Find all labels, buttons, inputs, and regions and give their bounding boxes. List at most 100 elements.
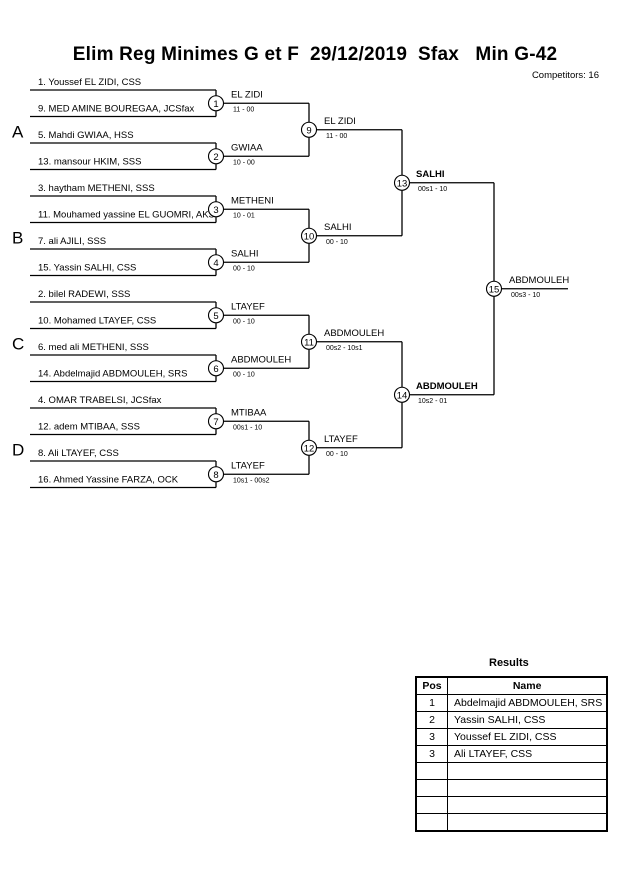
entrant-name: 16. Ahmed Yassine FARZA, OCK bbox=[38, 475, 179, 486]
match-score: 00s2 - 10s1 bbox=[326, 345, 363, 352]
match-winner: SALHI bbox=[324, 222, 351, 233]
match-number-circle bbox=[207, 360, 225, 377]
match-number-circle bbox=[207, 254, 225, 271]
match-score: 10s1 - 00s2 bbox=[233, 477, 270, 484]
result-pos: 3 bbox=[415, 728, 448, 746]
result-name bbox=[447, 796, 608, 814]
result-pos bbox=[415, 796, 448, 814]
match-score: 10 - 00 bbox=[233, 159, 255, 166]
match-number: 7 bbox=[213, 417, 218, 428]
match-number-circle bbox=[207, 148, 225, 165]
match-number: 15 bbox=[489, 284, 500, 295]
match-score: 00 - 10 bbox=[326, 239, 348, 246]
match-winner: ABDMOULEH bbox=[231, 354, 291, 365]
match-number-circle bbox=[207, 466, 225, 483]
results-title: Results bbox=[489, 657, 529, 669]
entrant-name: 14. Abdelmajid ABDMOULEH, SRS bbox=[38, 369, 187, 380]
entrant-name: 10. Mohamed LTAYEF, CSS bbox=[38, 316, 156, 327]
match-number-circle bbox=[207, 95, 225, 112]
entrant-name: 3. haytham METHENI, SSS bbox=[38, 183, 155, 194]
match-number-circle bbox=[393, 386, 411, 403]
match-score: 00s1 - 10 bbox=[418, 186, 447, 193]
match-score: 10s2 - 01 bbox=[418, 398, 447, 405]
result-pos bbox=[415, 813, 448, 832]
match-number: 1 bbox=[213, 99, 218, 110]
match-winner: SALHI bbox=[416, 169, 445, 180]
match-winner: SALHI bbox=[231, 248, 258, 259]
match-number: 4 bbox=[213, 258, 218, 269]
match-score: 10 - 01 bbox=[233, 212, 255, 219]
entrant-name: 12. adem MTIBAA, SSS bbox=[38, 422, 140, 433]
entrant-name: 7. ali AJILI, SSS bbox=[38, 236, 106, 247]
match-winner: LTAYEF bbox=[231, 301, 265, 312]
entrant-name: 11. Mouhamed yassine EL GUOMRI, AKS bbox=[38, 210, 215, 221]
result-name: Yassin SALHI, CSS bbox=[447, 711, 608, 729]
competitors-count: Competitors: 16 bbox=[531, 70, 599, 81]
result-name: Abdelmajid ABDMOULEH, SRS bbox=[447, 694, 608, 712]
result-name: Youssef EL ZIDI, CSS bbox=[447, 728, 608, 746]
match-number: 12 bbox=[304, 443, 315, 454]
match-number: 6 bbox=[213, 364, 218, 375]
match-number: 9 bbox=[306, 125, 311, 136]
match-score: 00s3 - 10 bbox=[511, 292, 540, 299]
entrant-name: 15. Yassin SALHI, CSS bbox=[38, 263, 136, 274]
results-header-row: Pos Name bbox=[415, 676, 608, 695]
match-number: 5 bbox=[213, 311, 218, 322]
match-number-circle bbox=[207, 201, 225, 218]
result-pos bbox=[415, 762, 448, 780]
result-name bbox=[447, 779, 608, 797]
match-number-circle bbox=[207, 307, 225, 324]
pool-label: D bbox=[12, 441, 24, 460]
match-number-circle bbox=[300, 121, 318, 138]
match-score: 00s1 - 10 bbox=[233, 424, 262, 431]
match-score: 11 - 00 bbox=[233, 106, 254, 113]
entrant-name: 6. med ali METHENI, SSS bbox=[38, 342, 149, 353]
match-number-circle bbox=[207, 413, 225, 430]
result-name bbox=[447, 762, 608, 780]
entrant-name: 5. Mahdi GWIAA, HSS bbox=[38, 130, 134, 141]
results-header-pos: Pos bbox=[415, 676, 448, 695]
result-name: Ali LTAYEF, CSS bbox=[447, 745, 608, 763]
match-winner: METHENI bbox=[231, 195, 274, 206]
match-winner: EL ZIDI bbox=[324, 116, 356, 127]
match-number: 11 bbox=[304, 337, 314, 348]
final-winner: ABDMOULEH bbox=[509, 275, 569, 286]
result-pos: 2 bbox=[415, 711, 448, 729]
match-winner: EL ZIDI bbox=[231, 89, 263, 100]
result-pos: 1 bbox=[415, 694, 448, 712]
match-number: 10 bbox=[304, 231, 315, 242]
match-number-circle bbox=[393, 174, 411, 191]
match-number-circle bbox=[300, 227, 318, 244]
result-pos: 3 bbox=[415, 745, 448, 763]
entrant-name: 9. MED AMINE BOUREGAA, JCSfax bbox=[38, 104, 195, 115]
match-winner: LTAYEF bbox=[324, 434, 358, 445]
match-score: 00 - 10 bbox=[326, 451, 348, 458]
page-title: Elim Reg Minimes G et F 29/12/2019 Sfax … bbox=[72, 44, 558, 65]
results-header-name: Name bbox=[447, 676, 608, 695]
pool-label: A bbox=[12, 123, 24, 142]
match-score: 00 - 10 bbox=[233, 265, 255, 272]
entrant-name: 1. Youssef EL ZIDI, CSS bbox=[38, 77, 141, 88]
table-row bbox=[415, 796, 608, 814]
match-number-circle bbox=[485, 280, 503, 297]
pool-label: B bbox=[12, 229, 23, 248]
match-score: 11 - 00 bbox=[326, 133, 347, 140]
match-winner: GWIAA bbox=[231, 142, 263, 153]
entrant-name: 4. OMAR TRABELSI, JCSfax bbox=[38, 395, 162, 406]
match-number-circle bbox=[300, 333, 318, 350]
pool-label: C bbox=[12, 335, 24, 354]
match-winner: LTAYEF bbox=[231, 460, 265, 471]
match-number: 2 bbox=[213, 152, 218, 163]
match-number: 14 bbox=[397, 390, 408, 401]
result-pos bbox=[415, 779, 448, 797]
match-winner: ABDMOULEH bbox=[416, 381, 478, 392]
table-row bbox=[415, 779, 608, 797]
match-score: 00 - 10 bbox=[233, 371, 255, 378]
match-winner: ABDMOULEH bbox=[324, 328, 384, 339]
match-number-circle bbox=[300, 439, 318, 456]
match-winner: MTIBAA bbox=[231, 407, 267, 418]
